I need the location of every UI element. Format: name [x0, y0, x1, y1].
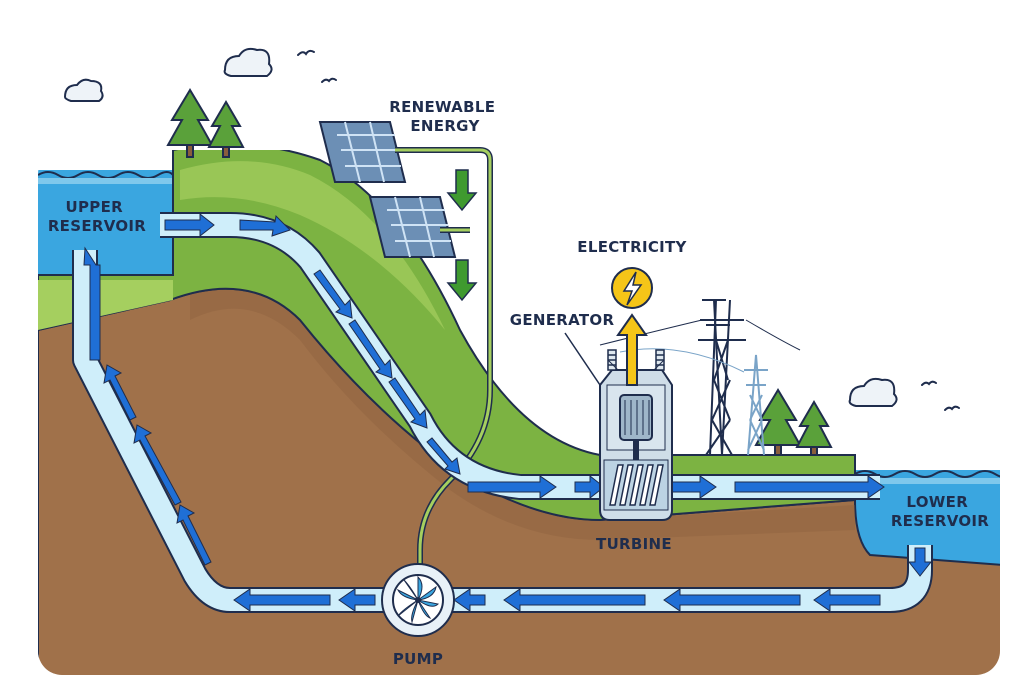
upper-reservoir-label: UPPER RESERVOIR: [48, 198, 146, 235]
power-tower-icon: [744, 354, 768, 456]
generator-label: GENERATOR: [510, 311, 615, 329]
flow-arrow-icon: [83, 212, 933, 612]
arrow-up-icon: [616, 313, 648, 386]
lightning-bolt-icon: [611, 267, 653, 309]
power-station: [599, 349, 673, 521]
tree-icon: [166, 88, 833, 456]
generator-icon: [619, 394, 653, 460]
turbine-icon: [603, 459, 669, 511]
cloud-icon: [63, 47, 898, 407]
renewable-energy-label: RENEWABLE ENERGY: [389, 98, 501, 135]
turbine-label: TURBINE: [596, 535, 672, 553]
arrow-down-icon: [446, 169, 478, 302]
power-tower-icon: [698, 299, 746, 456]
bird-icon: [297, 49, 960, 411]
pump-label: PUMP: [393, 650, 443, 668]
pump-icon: [381, 563, 455, 637]
electricity-label: ELECTRICITY: [577, 238, 687, 256]
solar-panel-icon: [318, 121, 457, 258]
lower-reservoir-label: LOWER RESERVOIR: [891, 493, 989, 530]
upper-reservoir-water: [38, 170, 173, 275]
